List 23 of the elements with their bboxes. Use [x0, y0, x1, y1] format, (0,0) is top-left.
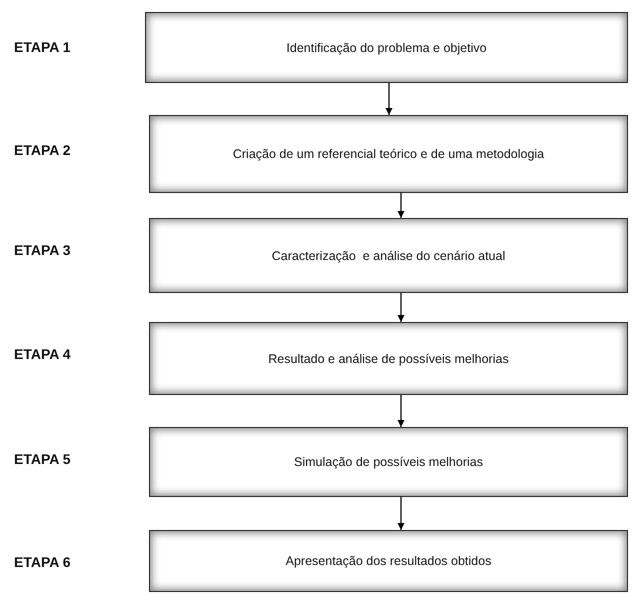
- process-box: [149, 322, 628, 395]
- step-text: Simulação de possíveis melhorias: [293, 455, 484, 469]
- step-text: Caracterização e análise do cenário atual: [270, 248, 506, 262]
- arrow: [386, 83, 392, 115]
- step-text: Criação de um referencial teórico e de uma metodologia: [232, 147, 546, 161]
- process-box: [149, 218, 628, 293]
- process-box: [145, 12, 628, 83]
- stage-label: ETAPA 6: [14, 554, 71, 570]
- process-box: [149, 115, 628, 193]
- stage-label: ETAPA 3: [14, 242, 71, 258]
- arrow: [398, 497, 404, 530]
- arrow: [398, 193, 404, 218]
- stage-label: ETAPA 4: [14, 346, 71, 362]
- arrow: [398, 395, 404, 427]
- arrow: [398, 293, 404, 322]
- step-text: Identificação do problema e objetivo: [285, 40, 488, 54]
- stage-label: ETAPA 2: [14, 142, 71, 158]
- process-box: [149, 530, 628, 592]
- step-text: Resultado e análise de possíveis melhorias: [267, 352, 510, 366]
- stage-label: ETAPA 5: [14, 451, 71, 467]
- stage-label: ETAPA 1: [14, 39, 71, 55]
- step-text: Apresentação dos resultados obtidos: [284, 554, 492, 568]
- process-box: [149, 427, 628, 497]
